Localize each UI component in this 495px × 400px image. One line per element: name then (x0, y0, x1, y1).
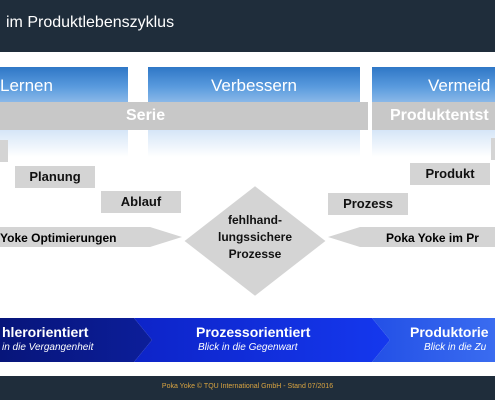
box-planung: Planung (15, 166, 95, 188)
arrows-layer (0, 227, 495, 247)
chevron-1 (0, 318, 152, 362)
chevron-3-sub: Blick in die Zu (424, 342, 487, 353)
chevron-2-label: Prozessorientiert (196, 324, 311, 340)
chevron-row (0, 318, 495, 362)
band-label-produktentstehung: Produktentst (390, 107, 489, 124)
arrow-right-shape (328, 227, 495, 247)
arrow-left-shape (0, 227, 182, 247)
arrow-right-label: Poka Yoke im Pr (386, 231, 479, 245)
chevron-1-sub: in die Vergangenheit (2, 342, 94, 353)
diamond-label: fehlhand- lungssichere Prozesse (183, 212, 327, 263)
box-prozess: Prozess (328, 193, 408, 215)
footer-bar (0, 376, 495, 400)
title-bar (0, 0, 495, 52)
slide-title: im Produktlebenszyklus (6, 14, 175, 31)
column-header-lernen: Lernen (0, 76, 53, 95)
column-header-vermeiden: Vermeid (428, 76, 491, 95)
chevron-2 (134, 318, 390, 362)
diamond-line-1: fehlhand- (228, 213, 282, 227)
box-ablauf: Ablauf (101, 191, 181, 213)
stair-box-edge (0, 140, 8, 162)
arrow-left-label: Yoke Optimierungen (0, 231, 117, 245)
footer-text: Poka Yoke © TQU International GmbH - Sta… (161, 383, 334, 390)
chevron-1-label: hlerorientiert (2, 324, 89, 340)
chevron-3-label: Produktorie (410, 324, 489, 340)
slide-canvas: Lernen Verbessern Vermeid Serie Produkte… (0, 52, 495, 376)
column-header-verbessern: Verbessern (211, 76, 297, 95)
diamond-line-3: Prozesse (228, 247, 282, 261)
band-label-serie: Serie (126, 107, 166, 124)
stair-box-edge-right (491, 138, 495, 160)
diamond-shape (183, 185, 327, 297)
chevron-3 (372, 318, 495, 362)
chevron-2-sub: Blick in die Gegenwart (198, 342, 298, 353)
band-divider (368, 102, 372, 130)
serie-band (0, 102, 495, 130)
box-produkt: Produkt (410, 163, 490, 185)
diamond-line-2: lungssichere (217, 230, 293, 244)
